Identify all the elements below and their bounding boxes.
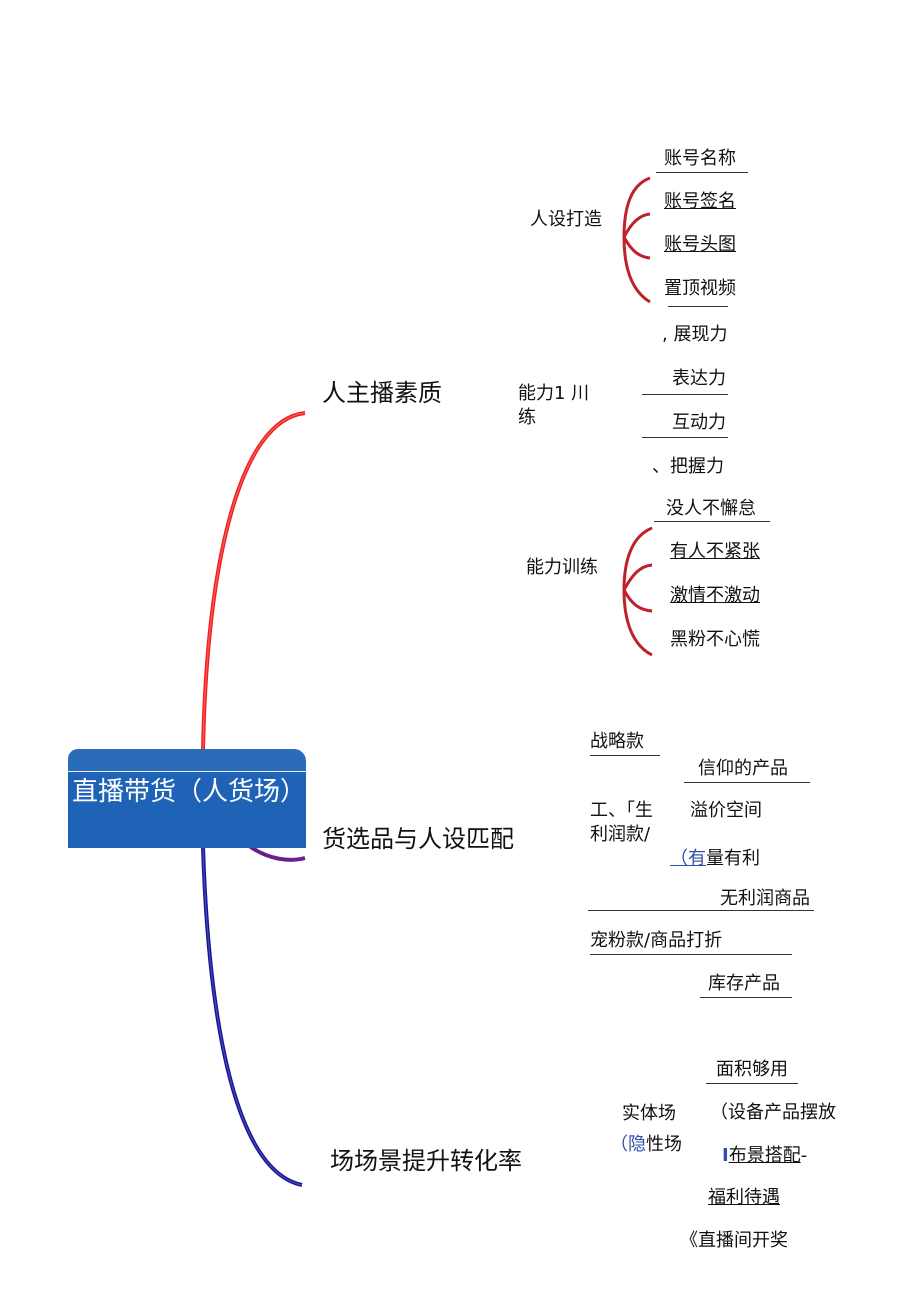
ability-2-label[interactable]: 能力训练 — [526, 557, 598, 578]
ability-1-item-3-underline — [642, 437, 728, 438]
product-strategic[interactable]: 战略款 — [590, 731, 644, 752]
branch-anchor-label[interactable]: 人主播素质 — [322, 379, 442, 407]
persona-label[interactable]: 人设打造 — [530, 209, 602, 230]
persona-item-4-underline — [668, 306, 728, 307]
ability-1-item-2[interactable]: 表达力 — [672, 368, 726, 389]
central-topic-label: 直播带货（人货场） — [72, 777, 307, 807]
persona-item-2[interactable]: 账号签名 — [664, 191, 736, 212]
scene-physical[interactable]: 实体场 — [622, 1103, 676, 1124]
product-belief-underline — [684, 782, 810, 783]
product-fan-underline — [590, 954, 792, 955]
ability-2-item-4[interactable]: 黑粉不心慌 — [670, 629, 760, 650]
ability-2-item-1-underline — [654, 521, 770, 522]
scene-equipment[interactable]: （设备产品摆放 — [710, 1102, 836, 1123]
ability-1-label-line1[interactable]: 能力1 川 — [518, 383, 590, 404]
ability-2-item-2[interactable]: 有人不紧张 — [670, 541, 760, 562]
branch-product-label[interactable]: 货选品与人设匹配 — [322, 825, 514, 853]
product-no-profit-underline — [588, 910, 814, 911]
scene-area[interactable]: 面积够用 — [716, 1059, 788, 1080]
product-branch-curve — [246, 843, 306, 862]
product-volume-rest: 量有利 — [706, 848, 760, 869]
product-premium[interactable]: 溢价空间 — [690, 800, 762, 821]
product-profit-line1[interactable]: 工、「生 — [590, 800, 653, 821]
scene-layout-mark: I — [722, 1145, 729, 1166]
product-profit-line2[interactable]: 利润款/ — [590, 824, 651, 845]
ability-bracket — [622, 526, 653, 657]
scene-hidden-paren: （隐 — [610, 1134, 646, 1155]
branch-scene-label[interactable]: 场场景提升转化率 — [330, 1147, 522, 1175]
ability-2-item-1[interactable]: 没人不懈怠 — [666, 498, 756, 519]
product-volume-paren: （有 — [670, 848, 706, 869]
scene-area-underline — [706, 1083, 798, 1084]
persona-item-3[interactable]: 账号头图 — [664, 234, 736, 255]
product-volume[interactable]: （有量有利 — [670, 848, 760, 870]
scene-layout-tail: - — [800, 1145, 808, 1166]
ability-1-item-1[interactable]: , 展现力 — [662, 324, 728, 345]
ability-1-item-3[interactable]: 互动力 — [672, 412, 726, 433]
scene-hidden-rest: 性场 — [646, 1134, 682, 1155]
product-strategic-underline — [590, 755, 660, 756]
scene-layout-label: 布景搭配 — [728, 1145, 801, 1166]
ability-2-item-3[interactable]: 激情不激动 — [670, 585, 760, 606]
persona-item-1[interactable]: 账号名称 — [664, 148, 736, 169]
product-stock[interactable]: 库存产品 — [708, 973, 780, 994]
product-stock-underline — [700, 997, 792, 998]
ability-1-item-4[interactable]: 、把握力 — [652, 456, 724, 477]
product-no-profit[interactable]: 无利润商品 — [720, 888, 810, 909]
persona-item-1-underline — [656, 172, 748, 173]
scene-welfare[interactable]: 福利待遇 — [708, 1187, 780, 1208]
scene-hidden[interactable]: （隐性场 — [610, 1134, 682, 1156]
persona-item-4[interactable]: 置顶视频 — [664, 278, 736, 299]
anchor-branch-curve — [201, 411, 306, 751]
persona-bracket — [622, 176, 651, 304]
central-topic-body — [68, 771, 306, 848]
ability-1-item-2-underline — [642, 394, 728, 395]
central-topic[interactable]: 直播带货（人货场） — [68, 749, 307, 848]
scene-lottery[interactable]: 《直播间开奖 — [680, 1230, 788, 1251]
ability-1-label-line2[interactable]: 练 — [518, 407, 536, 428]
scene-layout[interactable]: I布景搭配- — [722, 1145, 807, 1167]
product-fan[interactable]: 宠粉款/商品打折 — [590, 930, 723, 951]
product-belief[interactable]: 信仰的产品 — [698, 758, 788, 779]
